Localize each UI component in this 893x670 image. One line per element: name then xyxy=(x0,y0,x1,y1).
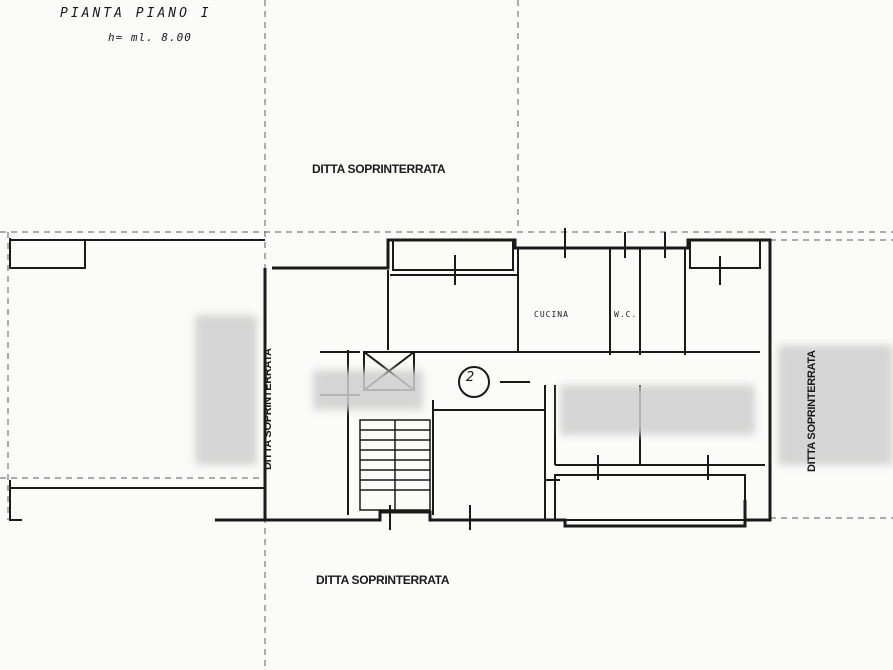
apartment-outer-walls xyxy=(215,238,772,528)
room-label-kitchen: CUCINA xyxy=(534,310,569,319)
room-label-bathroom: W.C. xyxy=(614,310,638,319)
staircase xyxy=(359,419,431,511)
neighbor-label-right: DITTA SOPRINTERRATA xyxy=(806,350,818,472)
left-neighbor-building xyxy=(9,238,265,521)
neighbor-label-top: DITTA SOPRINTERRATA xyxy=(312,162,446,176)
floor-marker-circle xyxy=(458,366,490,398)
plan-height: h= ml. 8.00 xyxy=(108,31,192,44)
plan-title: PIANTA PIANO I xyxy=(60,6,212,21)
redaction-blur xyxy=(560,385,755,435)
redaction-blur xyxy=(313,370,423,410)
opening-ticks xyxy=(320,228,721,530)
stair-number-label: 2 xyxy=(466,370,475,385)
redaction-blur xyxy=(778,345,893,465)
redaction-blur xyxy=(195,315,257,465)
neighbor-label-bottom: DITTA SOPRINTERRATA xyxy=(316,573,450,587)
neighbor-label-left: DITTA SOPRINTERRATA xyxy=(262,348,274,470)
